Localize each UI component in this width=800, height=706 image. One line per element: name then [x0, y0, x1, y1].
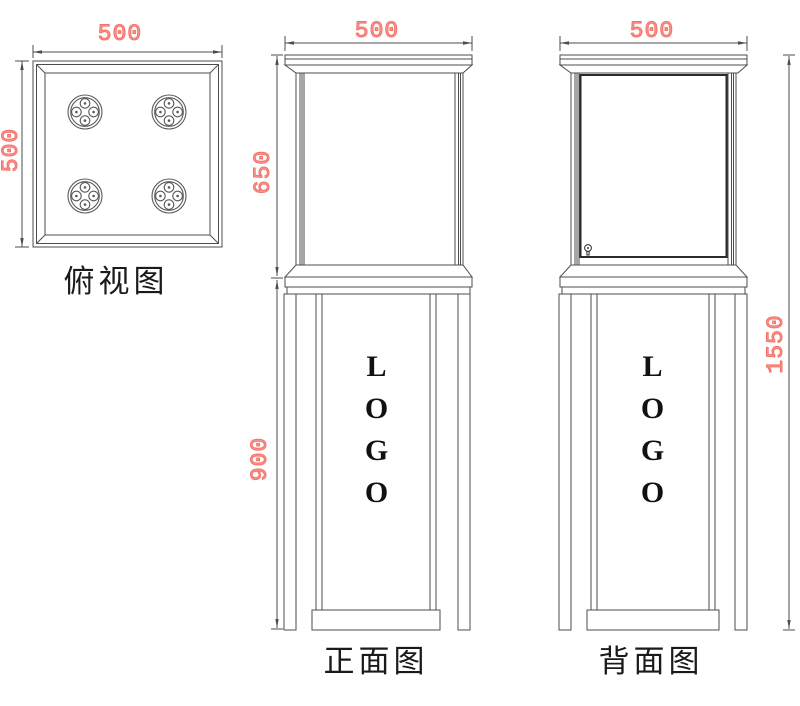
spotlight-icon [67, 178, 103, 214]
back-view-label: 背面图 [598, 643, 704, 679]
top-view-width-dimension: 500 [97, 20, 143, 47]
spotlight-icon [151, 178, 187, 214]
front-view-drawing [283, 54, 474, 631]
back-view-width-dimension: 500 [629, 17, 675, 44]
front-view-pedestal-height-dimension: 900 [246, 436, 273, 482]
top-view-depth-dimension: 500 [0, 127, 24, 173]
rear-door [579, 74, 728, 258]
front-view-showcase-height-dimension: 650 [249, 149, 276, 195]
dimension-lines [15, 36, 795, 631]
front-view-label: 正面图 [323, 643, 429, 679]
spotlight-icon [151, 94, 187, 130]
lock-icon [584, 244, 592, 256]
back-view-total-height-dimension: 1550 [762, 314, 789, 374]
top-view-label: 俯视图 [63, 263, 169, 299]
front-view-width-dimension: 500 [354, 17, 400, 44]
front-pedestal-logo-text: LOGO [360, 350, 393, 518]
top-view-drawing [32, 60, 223, 248]
back-view-drawing [558, 54, 749, 631]
back-pedestal-logo-text: LOGO [636, 350, 669, 518]
frame-miter-lines [36, 64, 219, 244]
spotlight-icon [67, 94, 103, 130]
